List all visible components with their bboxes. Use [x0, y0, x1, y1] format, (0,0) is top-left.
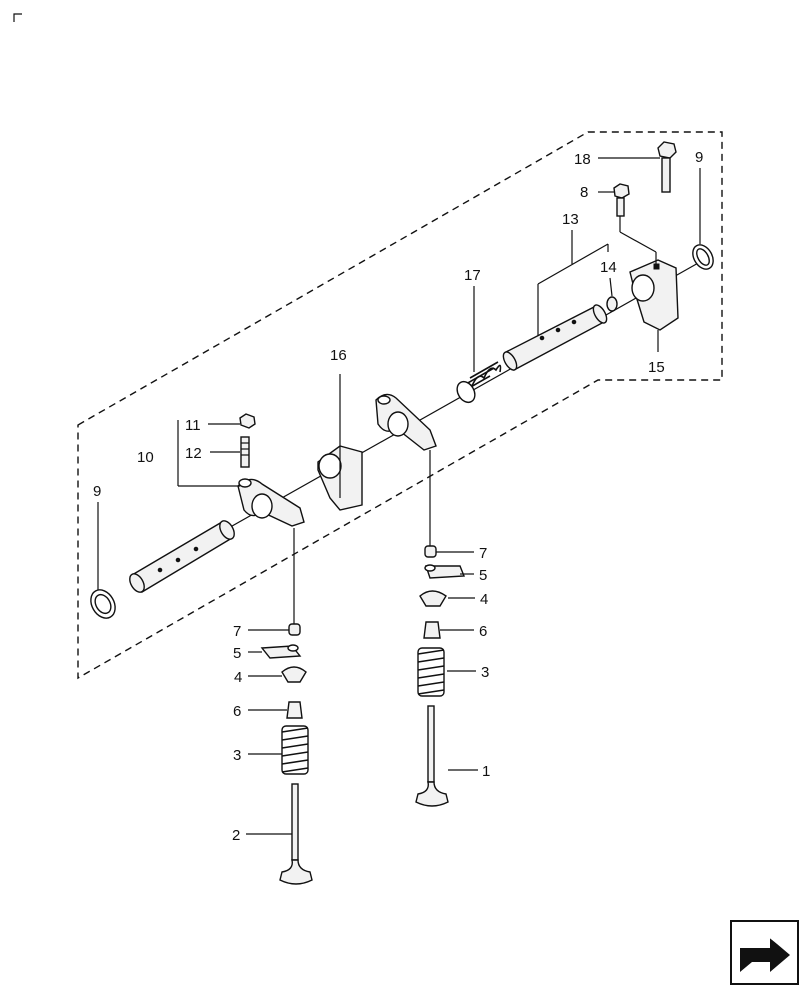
shaft-plug-14 — [606, 296, 618, 312]
label-14: 14 — [600, 259, 617, 276]
rocker-shaft-right — [502, 304, 608, 371]
valve-keeper-left — [260, 644, 302, 659]
shaft-spring-17 — [456, 361, 502, 404]
assembly-boundary — [77, 131, 723, 680]
valve-seal-left — [286, 701, 303, 719]
valve-keeper-right — [424, 564, 466, 579]
adjust-nut-11 — [239, 413, 256, 429]
label-12: 12 — [185, 445, 202, 462]
label-4-right: 4 — [480, 591, 488, 608]
label-11: 11 — [185, 417, 201, 434]
label-15: 15 — [648, 359, 665, 376]
label-9-left: 9 — [93, 483, 101, 500]
label-5-left: 5 — [233, 645, 241, 662]
label-13: 13 — [562, 211, 579, 228]
rocker-shaft-left — [129, 520, 235, 593]
label-6-right: 6 — [479, 623, 487, 640]
valve-left — [279, 783, 313, 885]
label-4-left: 4 — [234, 669, 242, 686]
label-6-left: 6 — [233, 703, 241, 720]
valve-cap-left — [288, 623, 301, 636]
label-18: 18 — [574, 151, 591, 168]
rocker-arm-right — [375, 393, 437, 451]
label-7-right: 7 — [479, 545, 487, 562]
label-7-left: 7 — [233, 623, 241, 640]
snap-ring-right — [692, 244, 714, 270]
spring-retainer-left — [281, 666, 307, 683]
label-1: 1 — [482, 763, 490, 780]
next-page-arrow-icon[interactable] — [730, 920, 799, 985]
valve-seal-right — [423, 621, 441, 639]
label-5-right: 5 — [479, 567, 487, 584]
valve-spring-left — [281, 725, 309, 775]
bolt-8 — [613, 183, 630, 217]
spring-retainer-right — [419, 590, 447, 607]
label-2: 2 — [232, 827, 240, 844]
valve-spring-right — [417, 647, 445, 697]
label-3-right: 3 — [481, 664, 489, 681]
label-3-left: 3 — [233, 747, 241, 764]
rocker-bracket-16 — [317, 445, 363, 511]
rocker-arm-left — [237, 478, 305, 527]
label-10: 10 — [137, 449, 154, 466]
leader-lines — [97, 157, 701, 835]
snap-ring-left — [90, 589, 116, 619]
adjust-screw-12 — [240, 436, 250, 468]
valve-right — [415, 705, 449, 807]
corner-bracket-icon — [13, 13, 22, 22]
bolt-18 — [657, 141, 677, 193]
label-9-right: 9 — [695, 149, 703, 166]
end-bracket-15 — [629, 259, 679, 331]
label-17: 17 — [464, 267, 481, 284]
label-16: 16 — [330, 347, 347, 364]
label-8: 8 — [580, 184, 588, 201]
valve-cap-right — [424, 545, 437, 558]
